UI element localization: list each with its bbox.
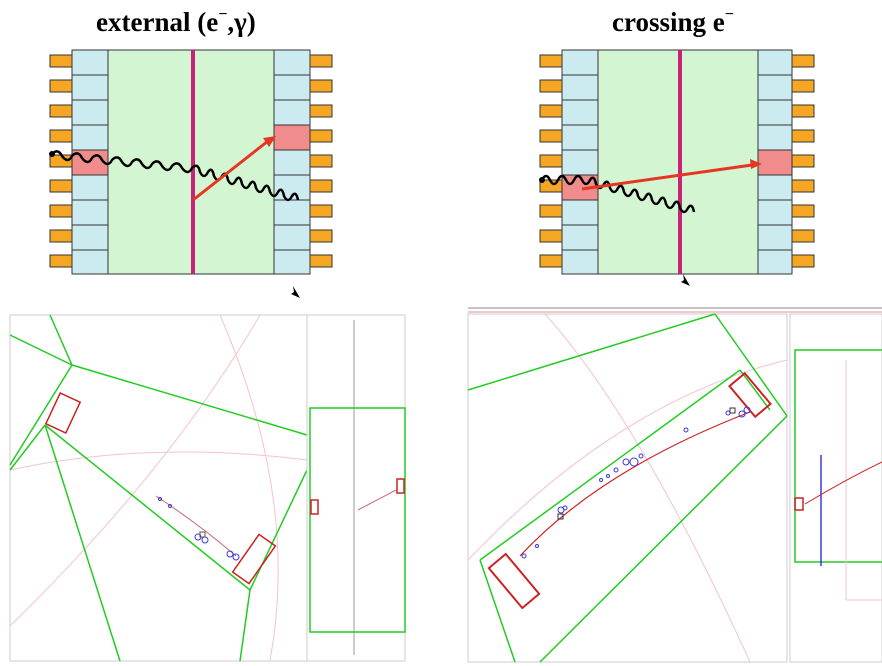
- electron-arrowhead: [681, 274, 690, 286]
- title-crossing: crossing e−: [612, 6, 734, 38]
- track-arrow: [192, 139, 269, 202]
- left-readout-pads: [49, 54, 73, 268]
- left-readout-pads: [539, 54, 563, 268]
- side-view-box: [309, 407, 406, 633]
- event-track: [519, 411, 751, 557]
- track-arrow: [581, 163, 753, 191]
- side-calo-box: [794, 497, 804, 511]
- side-calo-box: [396, 478, 405, 494]
- photon-arrowhead: [291, 286, 300, 298]
- calo-cluster-box: [487, 552, 541, 610]
- detector-outlines: [467, 313, 788, 663]
- calo-cluster-box: [231, 533, 277, 585]
- right-readout-pads: [791, 54, 815, 268]
- photon-origin: [49, 151, 55, 157]
- side-view-box: [794, 349, 882, 563]
- side-track: [357, 489, 397, 511]
- side-track: [804, 461, 882, 505]
- cluster-markers: [521, 406, 751, 559]
- reference-arc: [9, 314, 261, 627]
- photon-path: [51, 150, 300, 202]
- cluster-square: [199, 531, 206, 538]
- view-frame: [467, 313, 788, 663]
- cluster-squares: [557, 407, 736, 520]
- left-bar-cells: [71, 49, 109, 275]
- right-readout-pads: [309, 54, 333, 268]
- right-bar-cells: [757, 49, 793, 275]
- view-frame: [9, 314, 308, 662]
- track-arrowhead: [750, 159, 762, 169]
- title-external: external (e−,γ): [96, 6, 256, 38]
- side-view-frame: [789, 313, 882, 663]
- detector-outlines: [9, 314, 308, 662]
- electron-origin: [539, 177, 545, 183]
- side-calo-box: [310, 499, 319, 515]
- calo-cluster-box: [728, 371, 772, 419]
- calo-cluster-box: [44, 391, 82, 435]
- track-arrowhead: [263, 136, 276, 147]
- side-view-frame: [306, 314, 406, 662]
- reference-arc: [9, 451, 308, 471]
- electron-path: [540, 174, 696, 214]
- reference-arc: [544, 313, 751, 663]
- reference-arc: [219, 314, 279, 661]
- event-track: [155, 495, 237, 557]
